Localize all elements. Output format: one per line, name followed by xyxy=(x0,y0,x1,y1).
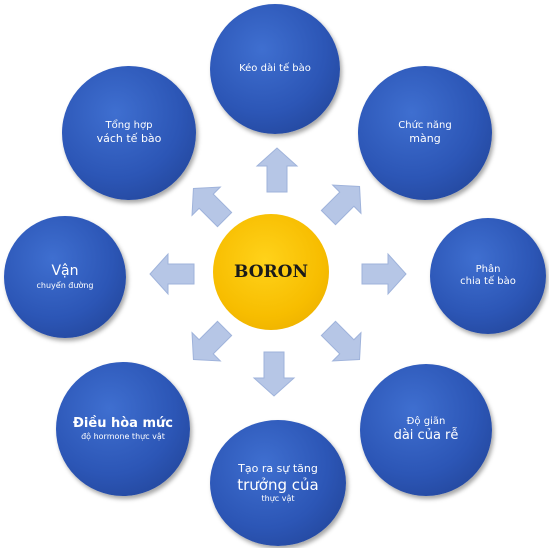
node-bottom-left-line-1: Điều hòa mức xyxy=(73,415,173,431)
node-bottom-line-1: Tạo ra sự tăng xyxy=(238,461,318,475)
node-bottom-line-3: thực vật xyxy=(261,494,295,504)
center-label: BORON xyxy=(234,262,308,282)
node-right: Phân chia tế bào xyxy=(430,218,546,334)
node-top-line-1: Kéo dài tế bào xyxy=(239,62,311,74)
arrow-down-icon xyxy=(252,350,296,398)
node-left-line-1: Vận xyxy=(51,263,79,280)
arrow-up-left-icon xyxy=(176,171,241,236)
node-right-line-2: chia tế bào xyxy=(460,276,516,287)
node-bottom-right-line-2: dài của rễ xyxy=(393,428,459,444)
arrow-down-left-icon xyxy=(176,311,241,376)
node-bottom-line-2: trưởng của xyxy=(237,475,319,494)
arrow-right-icon xyxy=(360,252,408,296)
node-top-left: Tổng hợp vách tế bào xyxy=(62,66,196,200)
node-bottom-left: Điều hòa mức độ hormone thực vật xyxy=(56,362,190,496)
node-top-left-line-1: Tổng hợp xyxy=(105,119,153,131)
arrow-left-icon xyxy=(148,252,196,296)
node-top-right-line-2: màng xyxy=(409,132,441,146)
node-left-line-2: chuyển đường xyxy=(36,280,94,290)
arrow-down-right-icon xyxy=(311,311,376,376)
node-top-right: Chức năng màng xyxy=(358,66,492,200)
center-node: BORON xyxy=(213,214,329,330)
node-top-right-line-1: Chức năng xyxy=(398,119,452,131)
node-top: Kéo dài tế bào xyxy=(210,4,340,134)
node-bottom-right: Độ giãn dài của rễ xyxy=(360,364,492,496)
node-top-left-line-2: vách tế bào xyxy=(96,132,162,146)
node-left: Vận chuyển đường xyxy=(4,216,126,338)
node-bottom-right-line-1: Độ giãn xyxy=(406,415,446,427)
node-bottom-left-line-2: độ hormone thực vật xyxy=(81,432,165,442)
node-right-line-1: Phân xyxy=(475,263,501,275)
node-bottom: Tạo ra sự tăng trưởng của thực vật xyxy=(210,420,346,546)
arrow-up-icon xyxy=(255,146,299,194)
arrow-up-right-icon xyxy=(311,169,376,234)
